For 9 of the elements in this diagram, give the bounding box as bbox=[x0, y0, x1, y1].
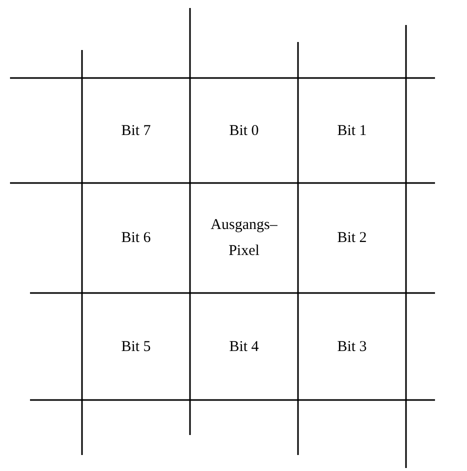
cell-label: Bit 4 bbox=[229, 338, 259, 356]
cell-label: Bit 3 bbox=[337, 338, 367, 356]
cell-label: Bit 7 bbox=[121, 122, 151, 140]
cell-label: Bit 1 bbox=[337, 122, 367, 140]
cell-label: Bit 2 bbox=[337, 229, 367, 248]
cell-label: Bit 0 bbox=[229, 122, 259, 140]
cell-label: Bit 6 bbox=[121, 229, 151, 248]
cell-label: Bit 5 bbox=[121, 338, 151, 356]
cell-label: Ausgangs–Pixel bbox=[210, 216, 278, 261]
